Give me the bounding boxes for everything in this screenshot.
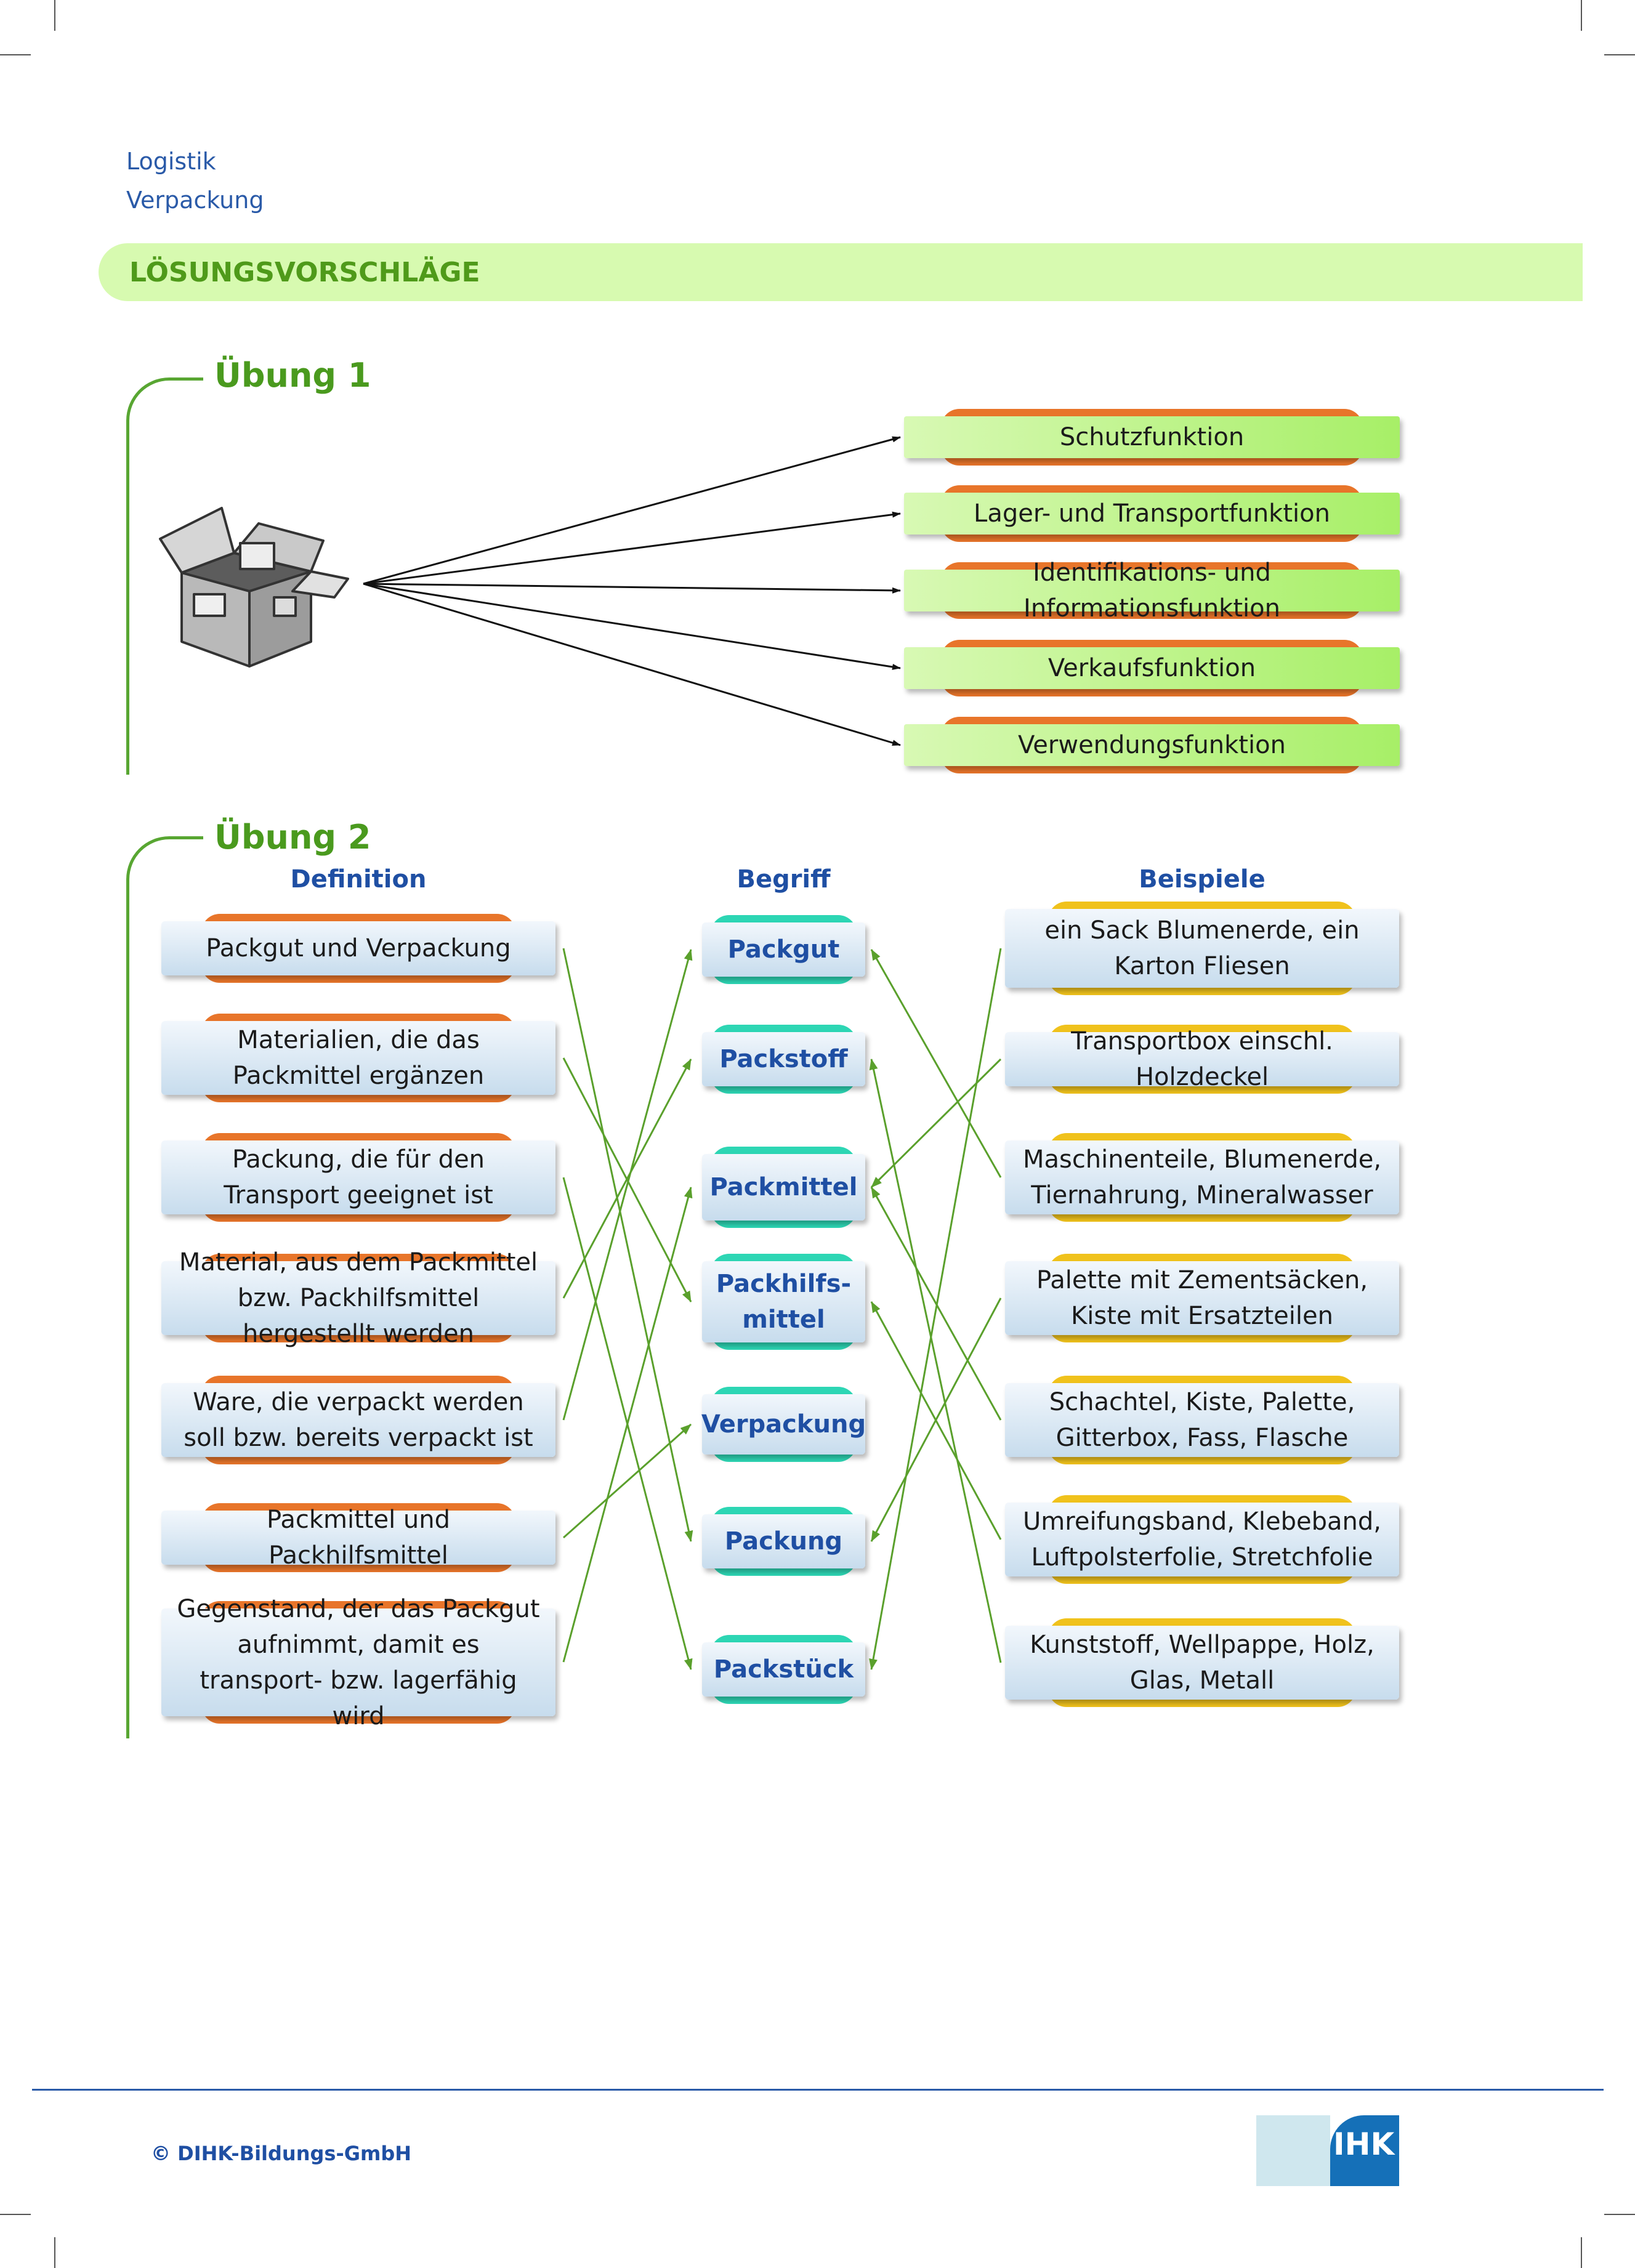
crop-mark [1604, 54, 1635, 55]
column-header-begriff: Begriff [737, 865, 831, 894]
copyright: © DIHK-Bildungs-GmbH [151, 2142, 412, 2165]
example-text: Maschinenteile, Blumenerde, Tiernahrung,… [1005, 1140, 1399, 1214]
crop-mark [0, 2214, 31, 2215]
definition-arrow [562, 948, 693, 1542]
definition-box: Ware, die verpackt werden soll bzw. bere… [161, 1376, 555, 1464]
example-box: Kunststoff, Wellpappe, Holz, Glas, Metal… [1005, 1618, 1399, 1707]
example-arrow [870, 1187, 1002, 1421]
term-box: Packstück [702, 1635, 865, 1704]
definition-box: Packgut und Verpackung [161, 914, 555, 983]
example-arrow [869, 1059, 1002, 1663]
uebung2-title: Übung 2 [214, 818, 371, 857]
crop-mark [1604, 2214, 1635, 2215]
header-topic: Verpackung [126, 187, 264, 214]
example-text: ein Sack Blumenerde, ein Karton Fliesen [1005, 909, 1399, 988]
definition-text: Gegenstand, der das Packgut aufnimmt, da… [161, 1595, 555, 1730]
example-text: Transportbox einschl. Holzdeckel [1005, 1027, 1399, 1091]
box-icon [159, 507, 349, 668]
term-label: Verpackung [701, 1394, 866, 1455]
ihk-logo: IHK [1256, 2115, 1399, 2186]
example-text: Umreifungsband, Klebeband, Luftpolsterfo… [1005, 1503, 1399, 1576]
definition-arrow [563, 1423, 692, 1539]
term-label: Packstück [702, 1642, 865, 1697]
logo-text: IHK [1333, 2126, 1395, 2162]
example-arrow [870, 1058, 1002, 1188]
example-box: Maschinenteile, Blumenerde, Tiernahrung,… [1005, 1133, 1399, 1222]
function-label: Verwendungsfunktion [904, 724, 1400, 766]
function-box: Lager- und Transportfunktion [904, 485, 1400, 542]
term-label: Packhilfs- mittel [702, 1261, 865, 1342]
term-box: Packstoff [702, 1025, 865, 1094]
crop-mark [0, 54, 31, 55]
definition-arrow [562, 1059, 692, 1299]
term-box: Packung [702, 1507, 865, 1576]
function-label: Schutzfunktion [904, 416, 1400, 458]
definition-text: Packgut und Verpackung [161, 921, 555, 975]
example-arrow [870, 1301, 1002, 1540]
example-box: Transportbox einschl. Holzdeckel [1005, 1025, 1399, 1094]
term-box: Packhilfs- mittel [702, 1254, 865, 1350]
crop-mark [54, 0, 55, 31]
header-subject: Logistik [126, 148, 216, 175]
function-arrow [363, 583, 901, 670]
example-text: Palette mit Zementsäcken, Kiste mit Ersa… [1005, 1261, 1399, 1335]
uebung1-frame [126, 377, 203, 775]
example-box: Palette mit Zementsäcken, Kiste mit Ersa… [1005, 1254, 1399, 1342]
term-label: Packgut [702, 922, 865, 977]
function-arrow [363, 583, 901, 746]
function-box: Identifikations- und Informationsfunktio… [904, 559, 1400, 623]
term-box: Packgut [702, 915, 865, 984]
crop-mark [1581, 2237, 1582, 2268]
function-label: Verkaufsfunktion [904, 647, 1400, 689]
term-box: Verpackung [701, 1387, 866, 1462]
definition-text: Packung, die für den Transport geeignet … [161, 1140, 555, 1214]
footer-divider [32, 2089, 1604, 2091]
function-box: Verwendungsfunktion [904, 717, 1400, 773]
banner-title: LÖSUNGSVORSCHLÄGE [129, 257, 480, 288]
function-arrow [363, 511, 901, 585]
definition-text: Materialien, die das Packmittel ergänzen [161, 1021, 555, 1095]
term-box: Packmittel [702, 1147, 865, 1228]
example-box: ein Sack Blumenerde, ein Karton Fliesen [1005, 902, 1399, 995]
example-arrow [870, 949, 1002, 1178]
definition-box: Packung, die für den Transport geeignet … [161, 1133, 555, 1222]
function-arrow [363, 436, 901, 585]
column-header-definition: Definition [290, 865, 427, 894]
example-box: Schachtel, Kiste, Palette, Gitterbox, Fa… [1005, 1376, 1399, 1464]
example-text: Kunststoff, Wellpappe, Holz, Glas, Metal… [1005, 1626, 1399, 1700]
definition-box: Gegenstand, der das Packgut aufnimmt, da… [161, 1595, 555, 1730]
term-label: Packung [702, 1514, 865, 1568]
definition-box: Materialien, die das Packmittel ergänzen [161, 1014, 555, 1102]
function-arrow [363, 583, 901, 594]
definition-arrow [562, 949, 693, 1421]
crop-mark [54, 2237, 55, 2268]
example-box: Umreifungsband, Klebeband, Luftpolsterfo… [1005, 1495, 1399, 1584]
column-header-beispiele: Beispiele [1139, 865, 1266, 894]
uebung2-frame [126, 836, 203, 1738]
crop-mark [1581, 0, 1582, 31]
function-label: Lager- und Transportfunktion [904, 493, 1400, 535]
uebung1-title: Übung 1 [214, 356, 371, 395]
definition-text: Ware, die verpackt werden soll bzw. bere… [161, 1383, 555, 1457]
term-label: Packmittel [702, 1154, 865, 1221]
example-arrow [869, 948, 1002, 1670]
function-box: Verkaufsfunktion [904, 640, 1400, 696]
term-label: Packstoff [702, 1032, 865, 1086]
example-text: Schachtel, Kiste, Palette, Gitterbox, Fa… [1005, 1383, 1399, 1457]
definition-arrow [562, 1187, 693, 1663]
definition-box: Packmittel und Packhilfsmittel [161, 1503, 555, 1572]
function-box: Schutzfunktion [904, 409, 1400, 466]
solutions-banner: LÖSUNGSVORSCHLÄGE [99, 243, 1583, 301]
